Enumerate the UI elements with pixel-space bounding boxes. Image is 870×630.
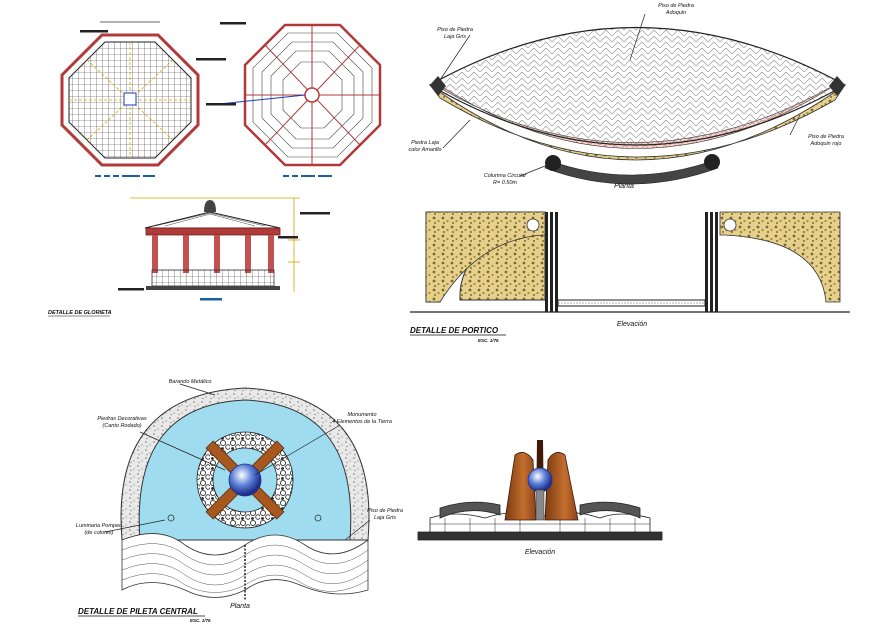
fountain-detail-title: DETALLE DE PILETA CENTRAL bbox=[78, 607, 198, 616]
kiosk-floor-plan bbox=[60, 21, 226, 177]
portico-scale: ESC. 1/75 bbox=[478, 338, 499, 343]
label-piedras-decorativas: Piedras Decorativas(Canto Rodado) bbox=[97, 416, 146, 429]
portico-elevation: Elevación DETALLE DE PORTICO ESC. 1/75 bbox=[410, 211, 850, 343]
portico-plan-caption: Planta bbox=[614, 183, 634, 190]
fountain-scale: ESC. 1/75 bbox=[190, 618, 211, 623]
kiosk-detail-title: DETALLE DE GLORIETA bbox=[48, 310, 112, 316]
kiosk-elevation: DETALLE DE GLORIETA bbox=[48, 197, 330, 317]
portico-detail-title: DETALLE DE PORTICO bbox=[410, 326, 499, 335]
kiosk-roof-plan bbox=[206, 22, 382, 177]
label-barando-metalico: Barando Metálico bbox=[169, 379, 212, 385]
fountain-section: Barando Metálico Piedras Decorativas(Can… bbox=[76, 379, 663, 623]
fountain-plan: Barando Metálico Piedras Decorativas(Can… bbox=[76, 379, 403, 623]
portico-elevation-caption: Elevación bbox=[617, 321, 647, 328]
label-luminaria: Luminaria Pompeo(de colores) bbox=[76, 523, 122, 536]
kiosk-section: DETALLE DE GLORIETA bbox=[48, 21, 382, 317]
fountain-elevation-caption: Elevación bbox=[525, 549, 555, 556]
fountain-plan-caption: Planta bbox=[230, 603, 250, 610]
fountain-elevation: Elevación bbox=[417, 440, 663, 556]
